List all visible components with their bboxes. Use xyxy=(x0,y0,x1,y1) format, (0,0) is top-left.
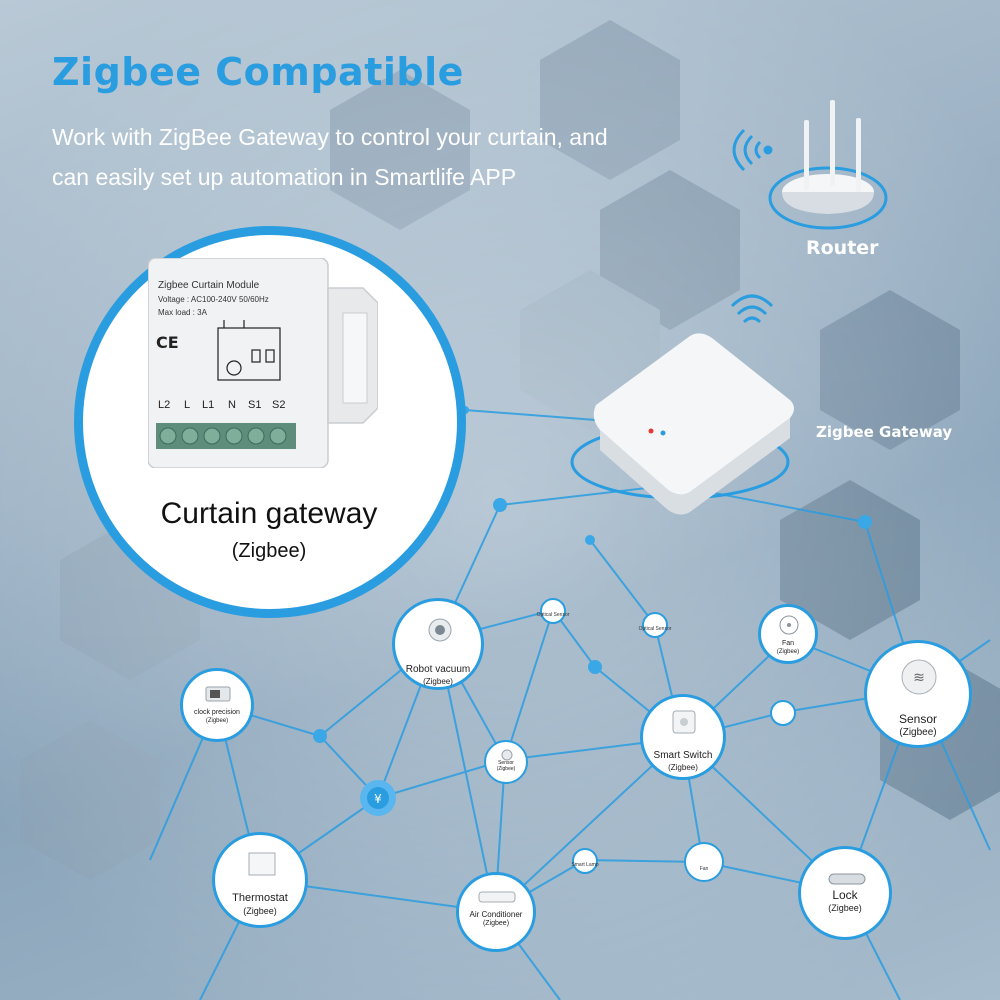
small-sensor-name: Sensor xyxy=(498,760,514,766)
tiny-node-smart-lamp xyxy=(572,848,598,874)
small-sensor-icon xyxy=(501,749,513,761)
air-conditioner-name: Air Conditioner xyxy=(469,910,523,919)
curtain-gateway-title: Curtain gateway xyxy=(160,497,378,530)
terminal-l: L xyxy=(184,399,190,411)
smart-switch-sub: (Zigbee) xyxy=(668,762,698,772)
wifi-icon xyxy=(732,128,773,172)
svg-text:¥: ¥ xyxy=(374,792,382,806)
sensor-node: ≋ xyxy=(864,640,972,748)
tiny-node-optical-sensor-1 xyxy=(540,598,566,624)
thermostat-sub: (Zigbee) xyxy=(243,905,277,916)
svg-text:≋: ≋ xyxy=(913,670,925,686)
tiny-node-fan xyxy=(684,842,724,882)
lock-icon xyxy=(828,873,866,885)
terminal-l1: L1 xyxy=(202,399,214,411)
terminal-n: N xyxy=(228,399,236,411)
tiny-node-lamp xyxy=(770,700,796,726)
lock-text: Lock (Zigbee) xyxy=(775,888,915,914)
air-conditioner-sub: (Zigbee) xyxy=(482,920,510,927)
clock-precision-name: clock precision xyxy=(194,709,240,716)
headline: Zigbee Compatible xyxy=(52,50,464,94)
clock-precision-text: clock precision (Zigbee) xyxy=(147,709,287,725)
gateway-label: Zigbee Gateway xyxy=(816,423,953,441)
fan-text: Fan (Zigbee) xyxy=(718,640,858,656)
switch-icon xyxy=(672,710,696,734)
svg-text:CE: CE xyxy=(156,333,179,352)
terminal-l2: L2 xyxy=(158,399,170,411)
air-conditioner-icon xyxy=(478,891,516,903)
subtitle-line-2: can easily set up automation in Smartlif… xyxy=(52,164,517,190)
robot-vacuum-node xyxy=(392,598,484,690)
terminal-s2: S2 xyxy=(272,399,285,411)
air-conditioner-node xyxy=(456,872,536,952)
thermostat-node xyxy=(212,832,308,928)
smart-switch-node xyxy=(640,694,726,780)
module-title: Zigbee Curtain Module xyxy=(158,280,260,291)
robot-vacuum-icon xyxy=(428,618,452,642)
fan-sub: (Zigbee) xyxy=(776,648,800,655)
sensor-icon: ≋ xyxy=(901,659,937,695)
fan-name: Fan xyxy=(781,640,795,647)
gateway-device xyxy=(570,333,794,515)
air-conditioner-text: Air Conditioner (Zigbee) xyxy=(426,910,566,929)
fan-icon xyxy=(779,615,799,635)
small-sensor-sub: (Zigbee) xyxy=(496,766,516,773)
sensor-name: Sensor xyxy=(898,712,938,726)
tiny-node-label-2: Optical Sensor xyxy=(638,626,672,632)
wifi-icon-gateway xyxy=(730,294,774,324)
thermostat-name: Thermostat xyxy=(232,892,288,904)
router-label: Router xyxy=(806,237,879,259)
terminal-s1: S1 xyxy=(248,399,261,411)
curtain-gateway-subtitle: (Zigbee) xyxy=(231,540,307,562)
lock-node xyxy=(798,846,892,940)
router-icon xyxy=(768,100,888,230)
clock-precision-node xyxy=(180,668,254,742)
clock-icon xyxy=(205,686,231,702)
tiny-node-label-3: Smart Lamp xyxy=(571,862,599,868)
clock-precision-sub: (Zigbee) xyxy=(205,717,229,724)
fan-node xyxy=(758,604,818,664)
curtain-module-device: Zigbee Curtain Module Voltage : AC100-24… xyxy=(148,258,378,468)
small-sensor-node xyxy=(484,740,528,784)
module-max-load: Max load : 3A xyxy=(158,308,208,317)
tiny-node-optical-sensor-2 xyxy=(642,612,668,638)
thermostat-text: Thermostat (Zigbee) xyxy=(190,892,330,917)
module-voltage: Voltage : AC100-240V 50/60Hz xyxy=(158,295,269,304)
thermostat-icon xyxy=(248,852,276,876)
robot-vacuum-name: Robot vacuum xyxy=(405,664,471,675)
smart-switch-text: Smart Switch (Zigbee) xyxy=(613,750,753,773)
tiny-node-label-4: Fan xyxy=(699,866,709,872)
sensor-text: Sensor (Zigbee) xyxy=(848,712,988,740)
robot-vacuum-text: Robot vacuum (Zigbee) xyxy=(368,664,508,687)
smart-switch-name: Smart Switch xyxy=(653,750,713,761)
subtitle-line-1: Work with ZigBee Gateway to control your… xyxy=(52,124,608,150)
terminal-labels: L2 L L1 N S1 S2 xyxy=(158,399,285,411)
lock-name: Lock xyxy=(832,888,858,902)
terminal-screws xyxy=(156,423,296,449)
sensor-sub: (Zigbee) xyxy=(899,727,937,738)
lock-sub: (Zigbee) xyxy=(828,903,862,913)
tiny-node-label-1: Optical Sensor xyxy=(536,612,570,618)
small-sensor-text: Sensor (Zigbee) xyxy=(436,760,576,773)
robot-vacuum-sub: (Zigbee) xyxy=(423,676,453,686)
